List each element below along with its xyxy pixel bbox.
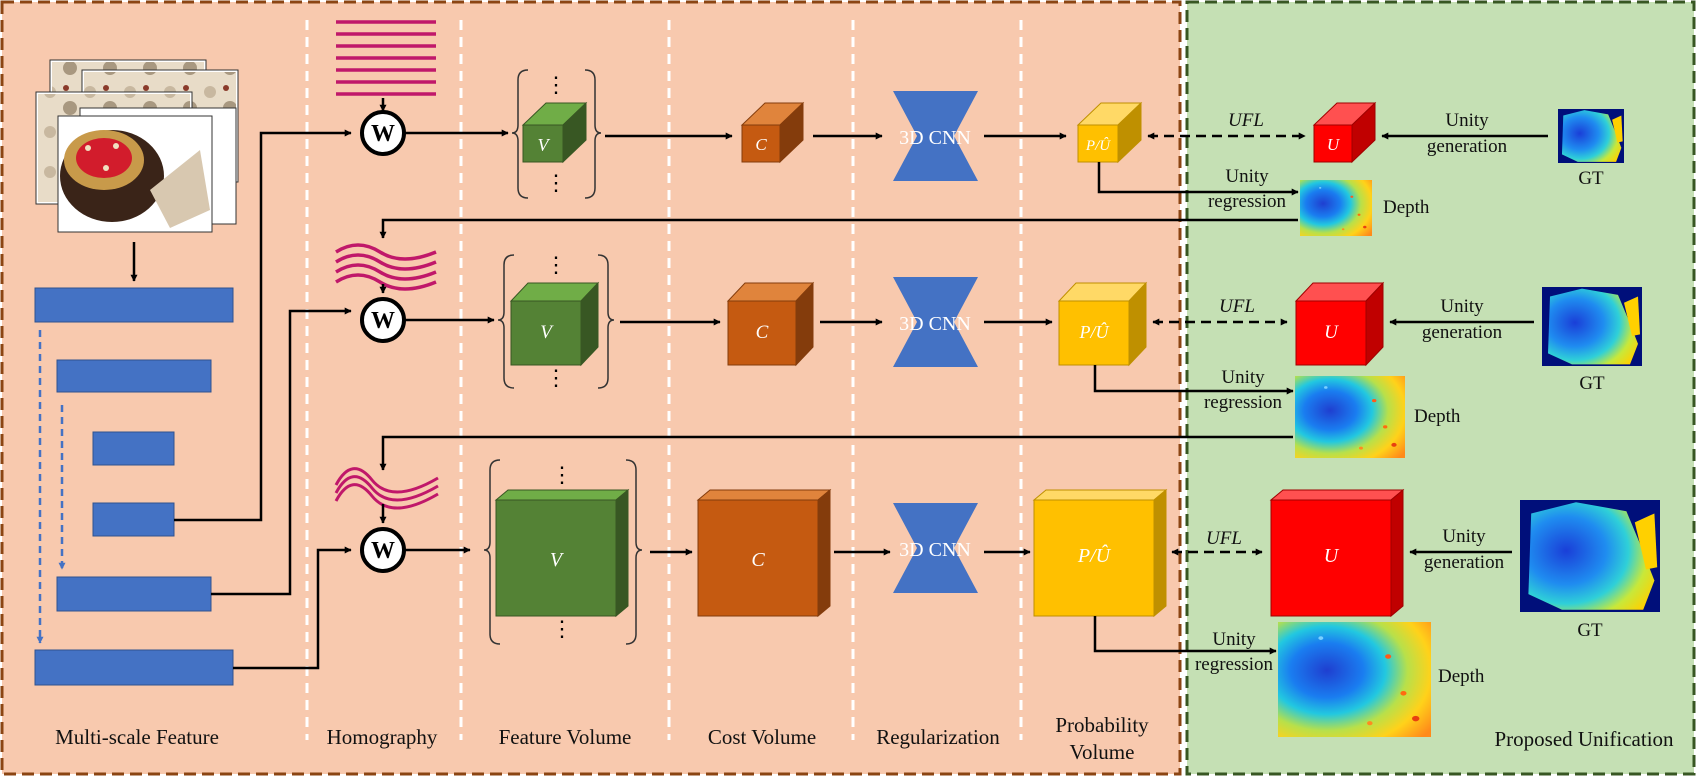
cnn-block-2: 3D CNN (893, 277, 978, 367)
warp-symbol-3: W (360, 527, 406, 573)
unity-volume-1: U (1312, 101, 1377, 164)
unity-volume-3: U (1269, 488, 1405, 618)
cost-volume-1: C (740, 101, 805, 164)
cost-volume-3: C (696, 488, 832, 618)
svg-text:U: U (1324, 545, 1340, 567)
input-images (35, 59, 239, 233)
depth-map-2 (1295, 376, 1405, 458)
cnn-block-3: 3D CNN (893, 503, 978, 593)
unity-gen-label-1a: Unity (1445, 110, 1489, 131)
caption-cost-volume: Cost Volume (708, 725, 816, 749)
svg-text:P/Û: P/Û (1079, 321, 1110, 342)
ufl-arrows (1147, 132, 1306, 556)
svg-text:P/Û: P/Û (1077, 543, 1112, 567)
svg-text:V: V (540, 322, 554, 343)
gt-label-1: GT (1578, 168, 1604, 189)
svg-text:⋮: ⋮ (545, 252, 567, 277)
svg-text:3D CNN: 3D CNN (899, 127, 971, 149)
probability-volume-1: P/Û (1076, 101, 1143, 164)
svg-text:W: W (371, 538, 395, 564)
depth-label-1: Depth (1383, 197, 1430, 218)
warp-symbol-1: W (360, 110, 406, 156)
unity-volume-2: U (1294, 281, 1385, 367)
unity-reg-label-2b: regression (1204, 392, 1283, 413)
depth-label-3: Depth (1438, 666, 1485, 687)
feature-bar-4 (92, 502, 175, 537)
unity-reg-label-3a: Unity (1212, 629, 1256, 650)
feature-bar-2 (56, 359, 212, 393)
unity-gen-label-2a: Unity (1440, 296, 1484, 317)
gt-map-2 (1542, 287, 1642, 366)
caption-regularization: Regularization (876, 725, 1000, 749)
column-separators (305, 20, 1023, 740)
unity-reg-label-1a: Unity (1225, 166, 1269, 187)
homography-planes-2 (335, 243, 437, 291)
probability-volume-3: P/Û (1032, 488, 1168, 618)
caption-feature-volume: Feature Volume (499, 725, 632, 749)
svg-text:P/Û: P/Û (1085, 137, 1111, 154)
caption-probability-2: Volume (1070, 740, 1135, 764)
gt-map-3 (1520, 500, 1660, 612)
depth-feedback-arrows (379, 218, 1298, 471)
gt-map-1 (1558, 109, 1624, 163)
feature-bar-3 (92, 431, 175, 466)
feature-bar-1 (34, 287, 234, 323)
svg-text:W: W (371, 308, 395, 334)
caption-homography: Homography (327, 725, 438, 749)
svg-text:⋮: ⋮ (551, 462, 573, 487)
svg-text:3D CNN: 3D CNN (899, 313, 971, 335)
flow-arrows (404, 129, 1067, 556)
feature-volume-2: V ⋮ ⋮ (497, 252, 615, 390)
unity-reg-label-3b: regression (1195, 654, 1274, 675)
svg-text:V: V (538, 135, 551, 155)
cnn-block-1: 3D CNN (893, 91, 978, 181)
unity-reg-label-1b: regression (1208, 191, 1287, 212)
depth-map-3 (1278, 622, 1431, 737)
feature-bar-6 (34, 649, 234, 686)
unity-gen-label-3b: generation (1424, 552, 1505, 573)
depth-label-2: Depth (1414, 406, 1461, 427)
homography-planes-1 (336, 20, 436, 96)
svg-text:U: U (1324, 322, 1339, 343)
caption-probability-1: Probability (1055, 713, 1149, 737)
svg-text:⋮: ⋮ (551, 616, 573, 641)
caption-multiscale: Multi-scale Feature (55, 725, 219, 749)
cost-volume-2: C (726, 281, 815, 367)
ufl-label-2: UFL (1219, 296, 1255, 317)
feature-pyramid (34, 287, 234, 686)
svg-text:V: V (550, 549, 565, 571)
homography-planes-3 (334, 467, 439, 510)
unity-regression-arrows (1093, 162, 1299, 655)
svg-text:U: U (1327, 135, 1341, 154)
svg-text:W: W (371, 121, 395, 147)
svg-text:3D CNN: 3D CNN (899, 539, 971, 561)
svg-text:C: C (755, 135, 767, 154)
depth-map-1 (1300, 180, 1372, 236)
unity-gen-label-2b: generation (1422, 322, 1503, 343)
warp-symbol-2: W (360, 297, 406, 343)
unity-reg-label-2a: Unity (1221, 367, 1265, 388)
feature-volume-3: V ⋮ ⋮ (483, 459, 643, 645)
gt-label-2: GT (1579, 373, 1605, 394)
svg-text:⋮: ⋮ (545, 365, 567, 390)
caption-unification: Proposed Unification (1494, 727, 1674, 751)
unity-generation-arrows (1381, 132, 1548, 556)
svg-text:⋮: ⋮ (545, 170, 567, 195)
unity-gen-label-1b: generation (1427, 136, 1508, 157)
unity-gen-label-3a: Unity (1442, 526, 1486, 547)
ufl-label-3: UFL (1206, 528, 1242, 549)
pyramid-blue-arrows (36, 330, 66, 644)
svg-text:C: C (756, 322, 769, 343)
gt-label-3: GT (1577, 620, 1603, 641)
feature-connectors (174, 129, 352, 670)
svg-text:⋮: ⋮ (545, 72, 567, 97)
feature-bar-5 (56, 576, 212, 612)
ufl-label-1: UFL (1228, 110, 1264, 131)
probability-volume-2: P/Û (1057, 281, 1148, 367)
feature-volume-1: V ⋮ ⋮ (511, 69, 602, 199)
svg-text:C: C (751, 549, 765, 571)
